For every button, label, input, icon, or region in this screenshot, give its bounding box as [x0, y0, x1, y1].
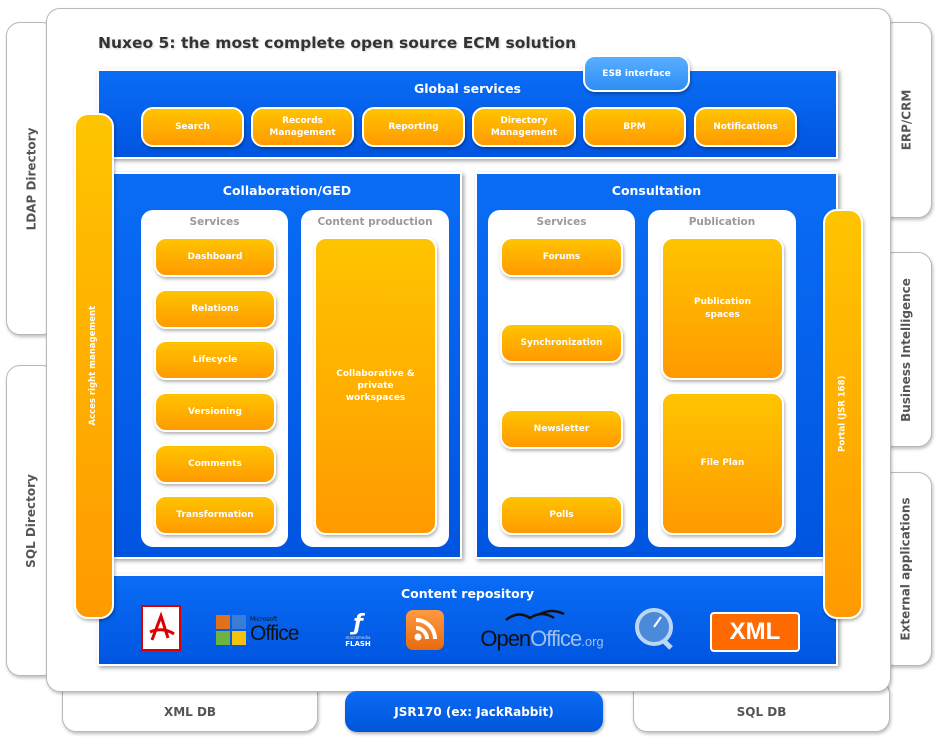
pdf-icon	[141, 605, 181, 651]
flash-text: FLASH	[345, 639, 371, 648]
panel-title: Services	[536, 216, 587, 228]
ext-label: External applications	[899, 497, 913, 641]
ldap-label: LDAP Directory	[24, 127, 38, 230]
file-plan: File Plan	[661, 392, 784, 535]
flash-small-text: macromedia	[345, 634, 371, 640]
publication-spaces: Publication spaces	[661, 237, 784, 380]
jsr170-tab: JSR170 (ex: JackRabbit)	[345, 691, 603, 732]
global-service-directory: Directory Management	[472, 107, 576, 147]
portal-bar: Portal (JSR 168)	[823, 209, 863, 619]
service-polls: Polls	[500, 495, 623, 535]
service-forums: Forums	[500, 237, 623, 277]
service-synchronization: Synchronization	[500, 323, 623, 363]
portal-label: Portal (JSR 168)	[837, 375, 848, 453]
panel-title: Content production	[317, 216, 433, 228]
access-right-label: Acces right management	[88, 306, 99, 426]
consultation-title: Consultation	[611, 183, 702, 198]
xml-logo: XML	[710, 612, 800, 652]
bi-label: Business Intelligence	[899, 277, 913, 422]
service-lifecycle: Lifecycle	[154, 340, 276, 380]
xml-db-label: XML DB	[163, 705, 217, 719]
global-services-title: Global services	[414, 81, 521, 96]
quicktime-icon	[633, 606, 677, 650]
openoffice-text-c: .org	[581, 634, 604, 649]
rss-icon	[406, 610, 444, 650]
access-right-management-bar: Acces right management	[74, 113, 114, 619]
content-repository-title: Content repository	[400, 586, 535, 601]
jsr170-label: JSR170 (ex: JackRabbit)	[394, 704, 554, 719]
erp-label: ERP/CRM	[899, 89, 914, 151]
global-service-notifications: Notifications	[694, 107, 797, 147]
global-service-reporting: Reporting	[362, 107, 465, 147]
service-versioning: Versioning	[154, 392, 276, 432]
office-icon	[216, 615, 246, 645]
collaboration-title: Collaboration/GED	[222, 183, 352, 198]
global-service-search: Search	[141, 107, 244, 147]
flash-icon: ƒ	[353, 610, 363, 636]
office-text: Office	[250, 621, 299, 645]
openoffice-text-a: Open	[480, 626, 531, 651]
page-title: Nuxeo 5: the most complete open source E…	[98, 34, 577, 52]
office-small-text: Microsoft	[250, 615, 278, 623]
flash-logo: ƒ macromedia FLASH	[343, 608, 373, 652]
sql-directory-label: SQL Directory	[24, 473, 39, 568]
global-service-bpm: BPM	[583, 107, 686, 147]
service-relations: Relations	[154, 289, 276, 329]
panel-title: Publication	[688, 216, 756, 228]
esb-interface: ESB interface	[583, 55, 690, 92]
openoffice-text-b: Office	[530, 626, 582, 651]
service-dashboard: Dashboard	[154, 237, 276, 277]
service-comments: Comments	[154, 444, 276, 484]
collaborative-workspaces: Collaborative & private workspaces	[314, 237, 437, 535]
openoffice-birds-icon	[505, 609, 565, 621]
global-service-records: Records Management	[251, 107, 354, 147]
panel-title: Services	[189, 216, 240, 228]
service-newsletter: Newsletter	[500, 409, 623, 449]
sql-db-label: SQL DB	[736, 705, 787, 719]
service-transformation: Transformation	[154, 495, 276, 535]
